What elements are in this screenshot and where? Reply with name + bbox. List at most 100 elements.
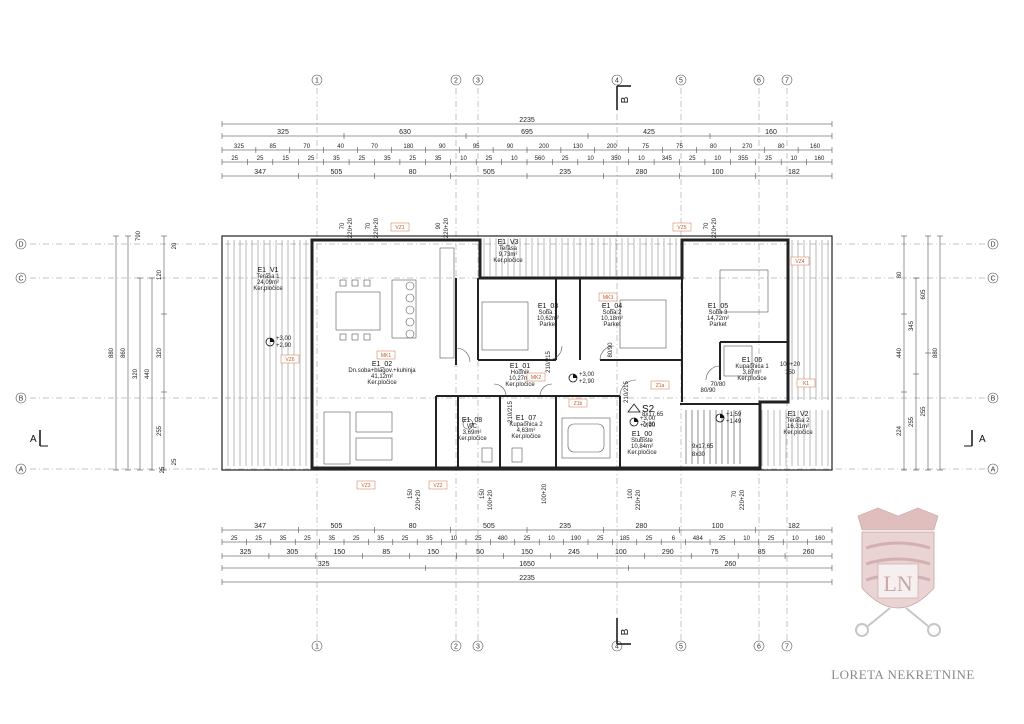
axis-bubble bbox=[987, 392, 999, 404]
level-terrace1: +3,00 +2,90 bbox=[265, 336, 292, 349]
axis-bubble bbox=[987, 272, 999, 284]
opening-size: 70/80 bbox=[710, 382, 726, 388]
room-floor: Ker.pločice bbox=[253, 286, 283, 292]
dimension-value: 345 bbox=[909, 320, 915, 331]
opening-size: 70 bbox=[340, 222, 346, 229]
room-code: E1_04 bbox=[602, 303, 622, 310]
dimension-value: 160 bbox=[814, 156, 825, 162]
dimension-value: 25 bbox=[597, 536, 604, 542]
dimension-value: 25 bbox=[765, 156, 772, 162]
dimension-value: 1650 bbox=[519, 561, 535, 568]
dimension-value: 80 bbox=[897, 271, 903, 278]
stair-risers-a: 8x17,65 bbox=[642, 412, 664, 418]
dimension-value: 25 bbox=[402, 536, 409, 542]
stair-treads-a: 7x30 bbox=[642, 422, 656, 428]
room-area: 41,12m² bbox=[371, 374, 393, 380]
sofa bbox=[323, 411, 351, 465]
dimension-value: 695 bbox=[521, 129, 533, 136]
dining-table bbox=[335, 291, 381, 331]
dimension-value: 25 bbox=[475, 536, 482, 542]
dimension-value: 15 bbox=[282, 156, 289, 162]
dimension-value: 200 bbox=[607, 144, 618, 150]
room-area: 4,63m² bbox=[517, 428, 536, 434]
room-code: E1_01 bbox=[510, 363, 530, 370]
room-name: Hodnik bbox=[511, 370, 531, 376]
tag-label: VZ1 bbox=[395, 225, 404, 231]
furniture bbox=[323, 247, 769, 465]
room-code: E1_00 bbox=[632, 431, 652, 438]
tag-label: K1 bbox=[803, 381, 809, 387]
axis-label-2: 2 bbox=[454, 78, 458, 85]
dimension-value: 25 bbox=[358, 156, 365, 162]
dimension-total: 2235 bbox=[519, 117, 535, 124]
dimension-value: 10 bbox=[792, 536, 799, 542]
section-label-b-top: B bbox=[620, 96, 631, 103]
dimension-value: 130 bbox=[573, 144, 584, 150]
dimension-value: 25 bbox=[304, 536, 311, 542]
dimension-value: 790 bbox=[136, 230, 142, 241]
opening-size: 90 bbox=[436, 222, 442, 229]
opening-size: 220+20 bbox=[636, 489, 642, 510]
dimension-value: 25 bbox=[353, 536, 360, 542]
dimension-value: 245 bbox=[568, 549, 580, 556]
tag-label: Z1a bbox=[656, 383, 665, 389]
tag-k1: K1 bbox=[796, 378, 816, 388]
opening-size: 80/90 bbox=[608, 342, 614, 358]
room-name: Terasa 2 bbox=[786, 418, 810, 424]
dimension-value: 25 bbox=[646, 536, 653, 542]
section-label-a-right: A bbox=[979, 434, 986, 445]
dimension-value: 35 bbox=[377, 536, 384, 542]
dimension-value: 25 bbox=[689, 156, 696, 162]
dimension-value: 255 bbox=[909, 416, 915, 427]
room-area: 16,31m² bbox=[787, 424, 809, 430]
tag-label: VZ2 bbox=[433, 483, 442, 489]
washbasin bbox=[462, 418, 474, 430]
axis-label-6: 6 bbox=[757, 78, 761, 85]
bed-1 bbox=[481, 301, 529, 351]
stair-risers-b: 9x17,65 bbox=[692, 444, 714, 450]
room-e1-02: E1_02Dn.soba+blagov.+kuhinja41,12m²Ker.p… bbox=[348, 361, 416, 386]
company-name: LORETA NEKRETNINE bbox=[831, 667, 975, 682]
dimension-value: 75 bbox=[711, 549, 719, 556]
room-name: Stubište bbox=[631, 438, 653, 444]
axis-bubble bbox=[675, 640, 687, 652]
room-code: E1_V2 bbox=[787, 411, 808, 418]
axis-label-3: 3 bbox=[476, 644, 480, 651]
dimension-value: 325 bbox=[277, 129, 289, 136]
tag-vz6: VZ6 bbox=[280, 354, 300, 364]
dimension-value: 505 bbox=[483, 523, 495, 530]
axis-label-5: 5 bbox=[679, 644, 683, 651]
opening-size: 220+20 bbox=[712, 217, 718, 238]
room-area: 14,72m² bbox=[707, 316, 729, 322]
dimension-value: 80 bbox=[409, 523, 417, 530]
axis-label-B: B bbox=[991, 396, 996, 403]
dimension-value: 260 bbox=[803, 549, 815, 556]
axis-bubble bbox=[611, 74, 623, 86]
axis-bubble bbox=[675, 74, 687, 86]
dimension-value: 160 bbox=[815, 536, 826, 542]
opening-size: 100 bbox=[628, 488, 634, 499]
dimension-value: 25 bbox=[308, 156, 315, 162]
room-floor: Ker.pločice bbox=[627, 450, 657, 456]
dimension-value: 35 bbox=[328, 536, 335, 542]
dimension-value: 880 bbox=[933, 347, 939, 358]
tag-vz2: VZ2 bbox=[428, 480, 448, 490]
section-marker-a-left: A bbox=[30, 430, 48, 447]
dimension-value: 85 bbox=[382, 549, 390, 556]
dimension-value: 320 bbox=[133, 368, 139, 379]
stair-triangle-icon bbox=[627, 403, 641, 413]
opening-size: 70 bbox=[366, 222, 372, 229]
dimension-value: 75 bbox=[676, 144, 683, 150]
room-name: Kupaonica 2 bbox=[509, 422, 543, 428]
dimension-value: 20 bbox=[172, 242, 178, 249]
dimension-value: 50 bbox=[476, 549, 484, 556]
dimension-value: 484 bbox=[693, 536, 704, 542]
axis-bubble bbox=[753, 640, 765, 652]
company-logo: LN bbox=[855, 507, 941, 637]
room-area: 10,62m² bbox=[537, 316, 559, 322]
axis-bubble bbox=[15, 392, 27, 404]
